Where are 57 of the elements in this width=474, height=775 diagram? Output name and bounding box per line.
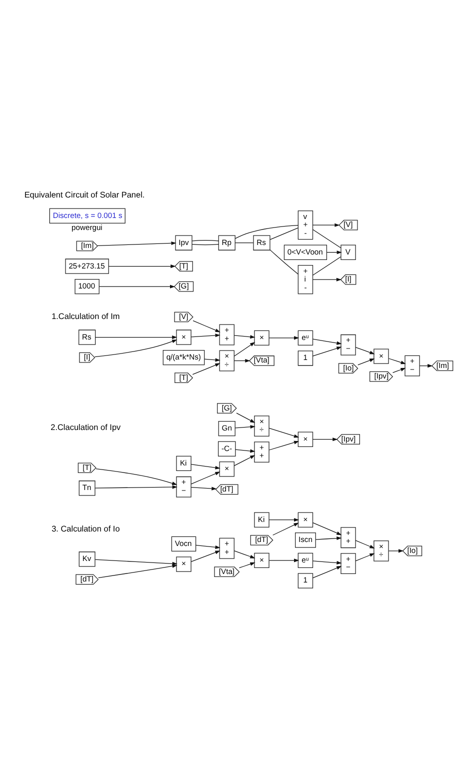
arrow — [234, 550, 256, 558]
arrow — [192, 320, 220, 332]
arrow — [355, 346, 375, 354]
arrow — [204, 358, 220, 362]
arrow — [190, 471, 220, 484]
arrow — [94, 484, 178, 488]
arrow — [236, 412, 256, 422]
arrow — [234, 454, 256, 466]
arrow — [268, 518, 300, 522]
arrow — [234, 358, 250, 362]
connector — [312, 256, 342, 276]
arrow — [96, 468, 178, 485]
arrow — [358, 358, 375, 365]
arrow — [268, 427, 300, 438]
arrow — [97, 240, 176, 246]
connector — [270, 249, 298, 274]
arrow — [312, 522, 342, 535]
arrow — [192, 362, 220, 374]
connector — [192, 244, 219, 245]
arrow — [312, 338, 342, 344]
arrow — [234, 334, 256, 338]
arrow — [272, 522, 299, 535]
arrow — [268, 558, 300, 562]
arrow — [312, 346, 342, 356]
arrow — [315, 536, 342, 540]
arrow — [190, 333, 220, 337]
connector — [192, 240, 219, 241]
connector — [234, 242, 254, 243]
connector — [270, 227, 298, 240]
arrow — [235, 448, 256, 452]
arrow — [312, 566, 342, 578]
connector — [234, 224, 298, 238]
arrow — [190, 550, 220, 562]
arrow — [312, 222, 340, 226]
arrow — [98, 284, 176, 288]
arrow — [190, 486, 217, 490]
arrow — [312, 560, 342, 564]
arrow — [98, 564, 178, 578]
arrow — [388, 358, 406, 364]
arrow — [94, 339, 178, 357]
arrow — [196, 544, 220, 548]
arrow — [190, 464, 220, 469]
arrow — [108, 264, 176, 268]
arrow — [355, 540, 375, 548]
arrow — [95, 335, 178, 339]
arrow — [268, 440, 300, 450]
arrow — [388, 548, 404, 552]
arrow — [312, 277, 342, 281]
arrow — [326, 250, 342, 254]
arrow — [268, 336, 300, 340]
connector — [312, 228, 342, 248]
arrow — [355, 552, 375, 561]
arrow — [238, 562, 256, 568]
arrow — [312, 437, 338, 441]
arrow — [234, 341, 256, 356]
arrow — [234, 424, 256, 428]
arrow — [392, 367, 406, 372]
